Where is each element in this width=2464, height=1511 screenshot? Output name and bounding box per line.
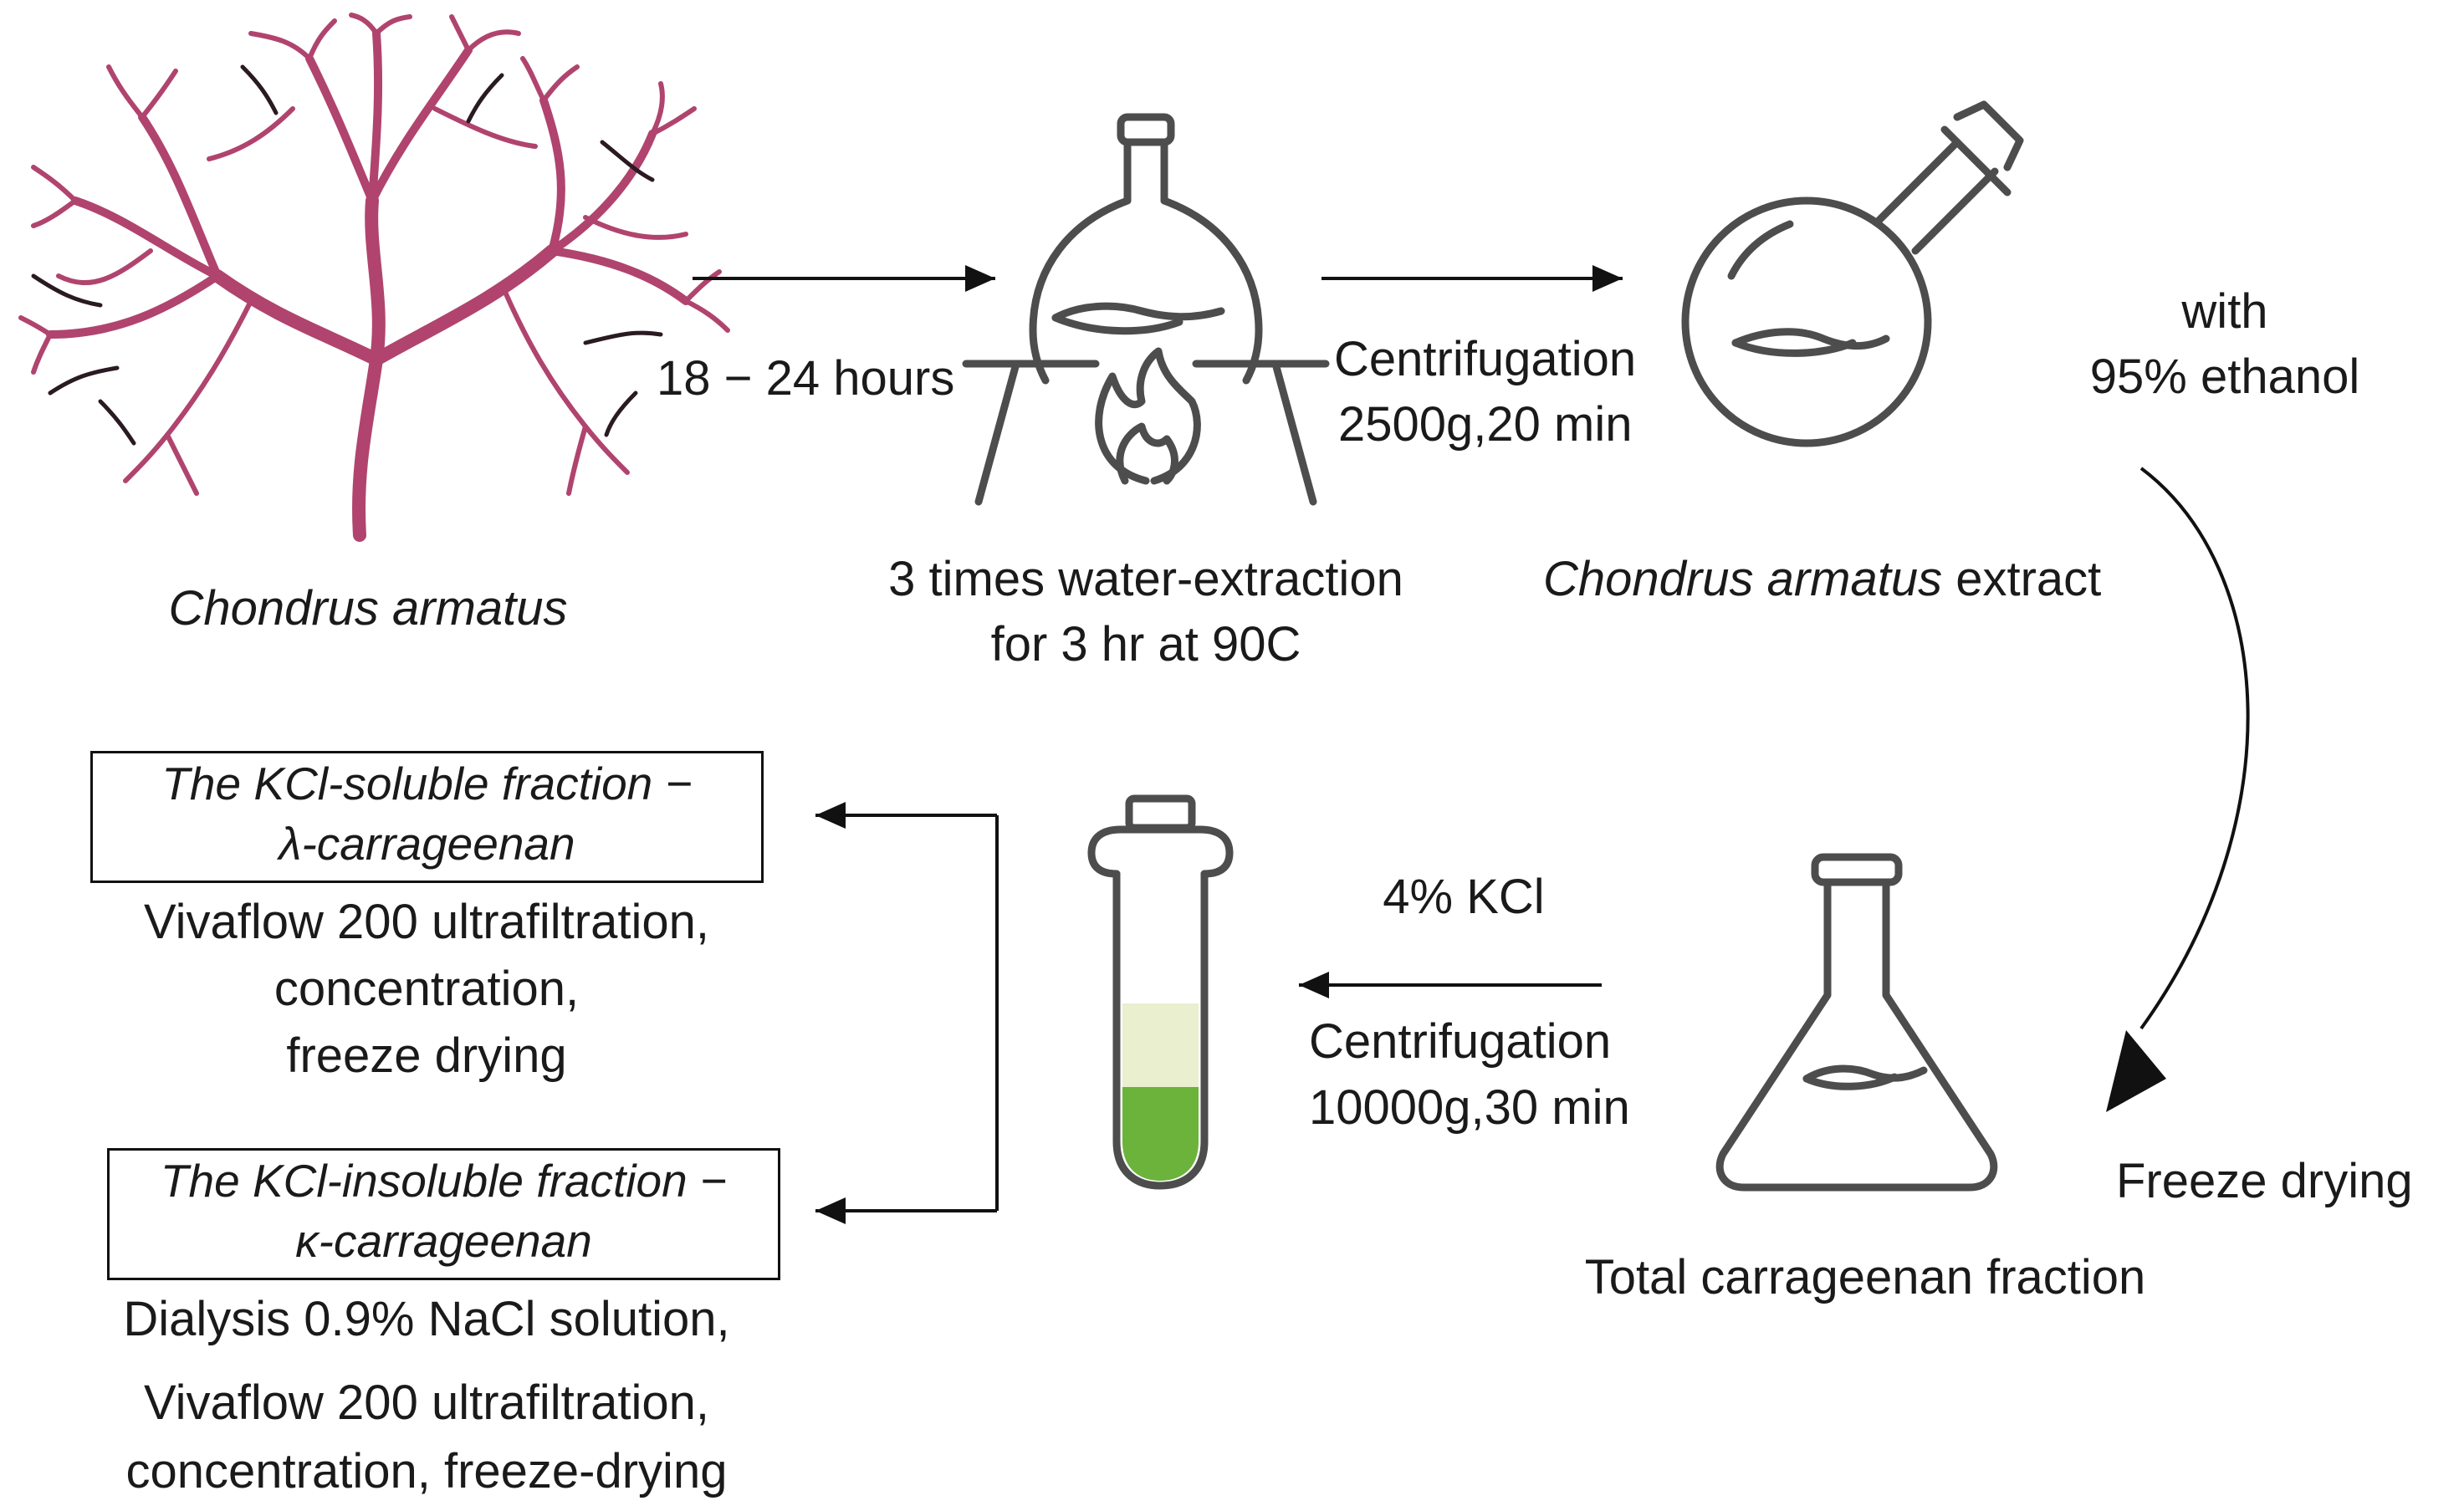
extraction-label-line1: 3 times water-extraction: [888, 552, 1403, 606]
curved-arrow-head: [2106, 1030, 2166, 1112]
soluble-step: freeze drying: [286, 1029, 567, 1083]
test-tube-icon: [1087, 794, 1234, 1190]
extract-species-label: Chondrus armatus: [1543, 552, 1943, 606]
centrifugation-label-2: Centrifugation: [1309, 1014, 1612, 1069]
heated-flask-icon: [962, 113, 1330, 506]
ethanol-label-line2: 95% ethanol: [2089, 350, 2360, 404]
insoluble-fraction-title: The KCl-insoluble fraction −: [160, 1155, 728, 1207]
freeze-drying-label: Freeze drying: [2116, 1154, 2413, 1208]
soluble-fraction-title: The KCl-soluble fraction −: [161, 758, 693, 809]
extract-flask-icon: [1681, 100, 2024, 447]
erlenmeyer-flask-icon: [1715, 853, 1998, 1192]
centrifugation-params-1: 2500g,20 min: [1338, 397, 1633, 452]
soluble-step: Vivaflow 200 ultrafiltration,: [144, 895, 709, 949]
total-fraction-label: Total carrageenan fraction: [1584, 1250, 2146, 1304]
insoluble-step: Dialysis 0.9% NaCl solution,: [123, 1292, 730, 1346]
soak-time-label: 18 − 24 hours: [657, 351, 955, 406]
arrow-extract-to-total-fraction: [2139, 467, 2250, 1030]
soluble-fraction-type: λ-carrageenan: [279, 818, 575, 870]
insoluble-fraction-box: The KCl-insoluble fraction − κ-carrageen…: [107, 1148, 780, 1280]
seaweed-name-label: Chondrus armatus: [168, 581, 568, 636]
flow-arrows: [693, 265, 2250, 1224]
ethanol-label-line1: with: [2181, 284, 2268, 339]
insoluble-fraction-type: κ-carrageenan: [295, 1215, 592, 1267]
soluble-fraction-box: The KCl-soluble fraction − λ-carrageenan: [90, 751, 764, 883]
extract-label: Chondrus armatus extract: [1543, 548, 2101, 611]
insoluble-step: concentration, freeze-drying: [125, 1444, 728, 1498]
seaweed-illustration: [18, 13, 730, 542]
kcl-label: 4% KCl: [1383, 870, 1545, 924]
extract-word-label: extract: [1942, 552, 2102, 606]
insoluble-step: Vivaflow 200 ultrafiltration,: [144, 1376, 709, 1430]
centrifugation-label-1: Centrifugation: [1334, 332, 1637, 386]
centrifugation-params-2: 10000g,30 min: [1309, 1080, 1630, 1135]
extraction-label-line2: for 3 hr at 90C: [990, 617, 1301, 671]
soluble-step: concentration,: [273, 962, 580, 1016]
